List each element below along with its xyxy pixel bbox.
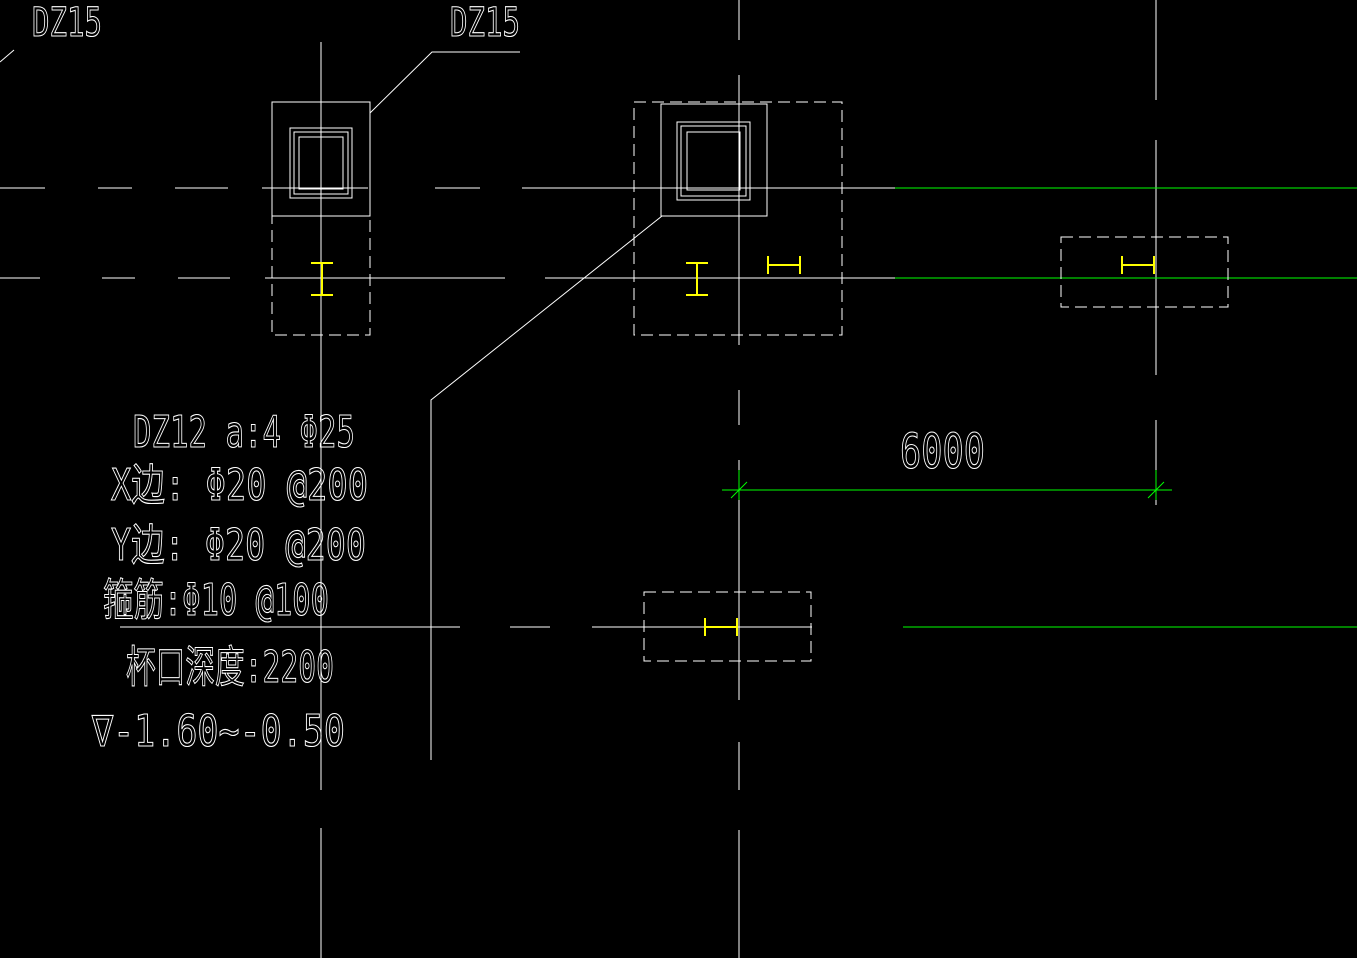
leader-lines [0, 49, 663, 760]
column-inner [686, 131, 741, 191]
footing-middle[interactable] [633, 101, 843, 336]
grid-lines [0, 0, 1157, 958]
dimension-tick [730, 481, 748, 499]
column-mid [680, 125, 747, 197]
footing-outline-dashed [633, 101, 843, 336]
steel-sections [311, 256, 1155, 636]
footing-outline-dashed [271, 101, 371, 336]
column-inner [298, 136, 344, 190]
column-annotation[interactable]: DZ12 a:4 Φ25 X边: Φ20 @200 Y边: Φ20 @200 箍… [91, 406, 369, 757]
annotation-line-1: DZ12 a:4 Φ25 [133, 407, 355, 458]
leader-line-annotation [430, 215, 663, 760]
annotation-line-4: 箍筋:Φ10 @100 [103, 575, 329, 626]
column-tag-2: DZ15 [450, 0, 520, 46]
dimension-tick [1147, 481, 1165, 499]
beam-pad-bottom[interactable] [643, 591, 812, 662]
annotation-line-3: Y边: Φ20 @200 [111, 520, 366, 571]
footing-left[interactable] [271, 101, 371, 336]
annotation-line-5: 杯口深度:2200 [126, 642, 334, 693]
annotation-line-6: ∇-1.60~-0.50 [91, 706, 345, 757]
green-axis-lines [895, 187, 1357, 628]
column-outer [676, 121, 751, 201]
i-beam-vertical [311, 262, 333, 296]
column-mid [293, 131, 349, 195]
column-cup-outline [271, 101, 371, 217]
beam-pad-right[interactable] [1060, 236, 1229, 308]
column-cup-outline [660, 103, 768, 217]
column-tag-1: DZ15 [32, 0, 102, 46]
i-beam-horizontal [767, 256, 801, 274]
i-beam-horizontal [704, 618, 738, 636]
annotation-line-2: X边: Φ20 @200 [111, 460, 368, 511]
dimension-6000[interactable] [722, 470, 1172, 500]
dimension-text: 6000 [900, 424, 985, 480]
i-beam-vertical [686, 262, 708, 296]
leader-line-tag2 [369, 51, 520, 114]
i-beam-horizontal [1121, 256, 1155, 274]
leader-line-tag1 [0, 49, 15, 63]
column-outer [289, 127, 353, 199]
